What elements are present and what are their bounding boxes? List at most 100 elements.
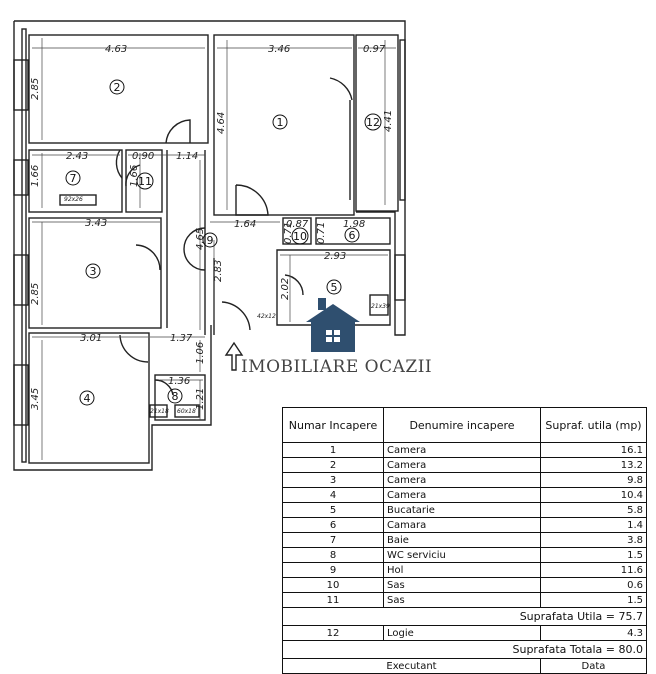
fixture	[174, 404, 200, 418]
door-arc	[154, 379, 174, 396]
room-8-wall	[154, 374, 206, 421]
dim-label: 1.37	[170, 333, 193, 344]
room-marker	[344, 227, 360, 243]
room-marker	[65, 170, 81, 186]
outer-wall-left	[21, 28, 27, 463]
footer-left: Executant	[282, 658, 541, 674]
dim-label: 0.97	[363, 44, 386, 55]
cell: WC serviciu	[383, 547, 541, 563]
dim-label: 0.90	[132, 151, 154, 162]
window	[13, 159, 29, 196]
cell: Sas	[383, 592, 541, 608]
room-5-wall	[276, 249, 391, 326]
room-marker	[364, 113, 382, 131]
door-arc	[235, 184, 269, 216]
cell: 9.8	[540, 472, 647, 488]
cell: Camera	[383, 442, 541, 458]
dim-label: 3.45	[30, 388, 41, 410]
door-arc	[284, 274, 304, 296]
cell: 12	[282, 625, 384, 641]
room-marker	[85, 263, 101, 279]
dim-label: 2.93	[324, 251, 346, 262]
room-marker	[136, 172, 154, 190]
useful-total-row: Suprafata Utila = 75.7	[282, 607, 647, 626]
cell: 5	[282, 502, 384, 518]
column-header: Numar Incapere	[282, 407, 384, 443]
dim-label: 3.46	[268, 44, 290, 55]
cell: Camera	[383, 457, 541, 473]
cell: 13.2	[540, 457, 647, 473]
room-number: 10	[293, 230, 307, 243]
window	[399, 39, 406, 201]
room-marker	[291, 227, 309, 245]
room-10-wall	[282, 217, 312, 245]
room-number: 9	[207, 234, 214, 247]
dim-label: 1.36	[168, 376, 190, 387]
fixture-label: 42x12	[257, 313, 276, 320]
room-marker	[202, 232, 218, 248]
cell: 6	[282, 517, 384, 533]
cell: Logie	[383, 625, 541, 641]
dim-label: 1.14	[176, 151, 198, 162]
cell: Baie	[383, 532, 541, 548]
fixture-label: 92x26	[64, 196, 83, 203]
cell: Camera	[383, 487, 541, 503]
cell: 10	[282, 577, 384, 593]
room-marker	[109, 79, 125, 95]
dim-label: 0.71	[283, 222, 294, 244]
dim-label: 3.01	[80, 333, 102, 344]
room-marker	[79, 390, 95, 406]
dim-label: 2.85	[30, 283, 41, 305]
room-number: 5	[331, 281, 338, 294]
room-marker	[272, 114, 288, 130]
footer-right: Data	[540, 658, 647, 674]
door-arc	[221, 301, 251, 331]
column-header: Supraf. utila (mp)	[540, 407, 647, 443]
useful-total: Suprafata Utila = 75.7	[282, 607, 647, 626]
room-number: 12	[366, 116, 380, 129]
cell: 11.6	[540, 562, 647, 578]
door-arc	[165, 119, 191, 144]
door-arc	[135, 244, 161, 271]
dim-label: 0.87	[286, 219, 309, 230]
window	[13, 254, 29, 306]
dim-label: 4.63	[105, 44, 127, 55]
room-number: 4	[84, 392, 91, 405]
cell: 3.8	[540, 532, 647, 548]
cell: 4	[282, 487, 384, 503]
door-arc	[125, 164, 141, 187]
dim-label: 2.43	[66, 151, 88, 162]
room-number: 7	[70, 172, 77, 185]
fixture	[59, 194, 97, 206]
dim-label: 1.66	[30, 165, 41, 187]
cell: Camara	[383, 517, 541, 533]
fixture	[149, 404, 168, 418]
room-2-wall	[28, 34, 209, 144]
dim-label: 3.43	[85, 218, 107, 229]
column-header: Denumire incapere	[383, 407, 541, 443]
cell: Camera	[383, 472, 541, 488]
room-number: 11	[138, 175, 152, 188]
dim-label: 1.66	[129, 165, 140, 187]
dim-label: 1.64	[234, 219, 256, 230]
cell: 1.5	[540, 547, 647, 563]
cell: 1	[282, 442, 384, 458]
dim-label: 1.21	[195, 388, 206, 410]
cell: Sas	[383, 577, 541, 593]
dim-label: 0.71	[316, 222, 327, 244]
room-6-wall	[315, 217, 391, 245]
grand-total-row: Suprafata Totala = 80.0	[282, 640, 647, 659]
fixture-label: 21x18	[150, 408, 169, 415]
cell: 16.1	[540, 442, 647, 458]
table-header-row: Numar Incapere Denumire incapere Supraf.…	[282, 407, 647, 443]
dim-label: 2.02	[280, 278, 291, 300]
